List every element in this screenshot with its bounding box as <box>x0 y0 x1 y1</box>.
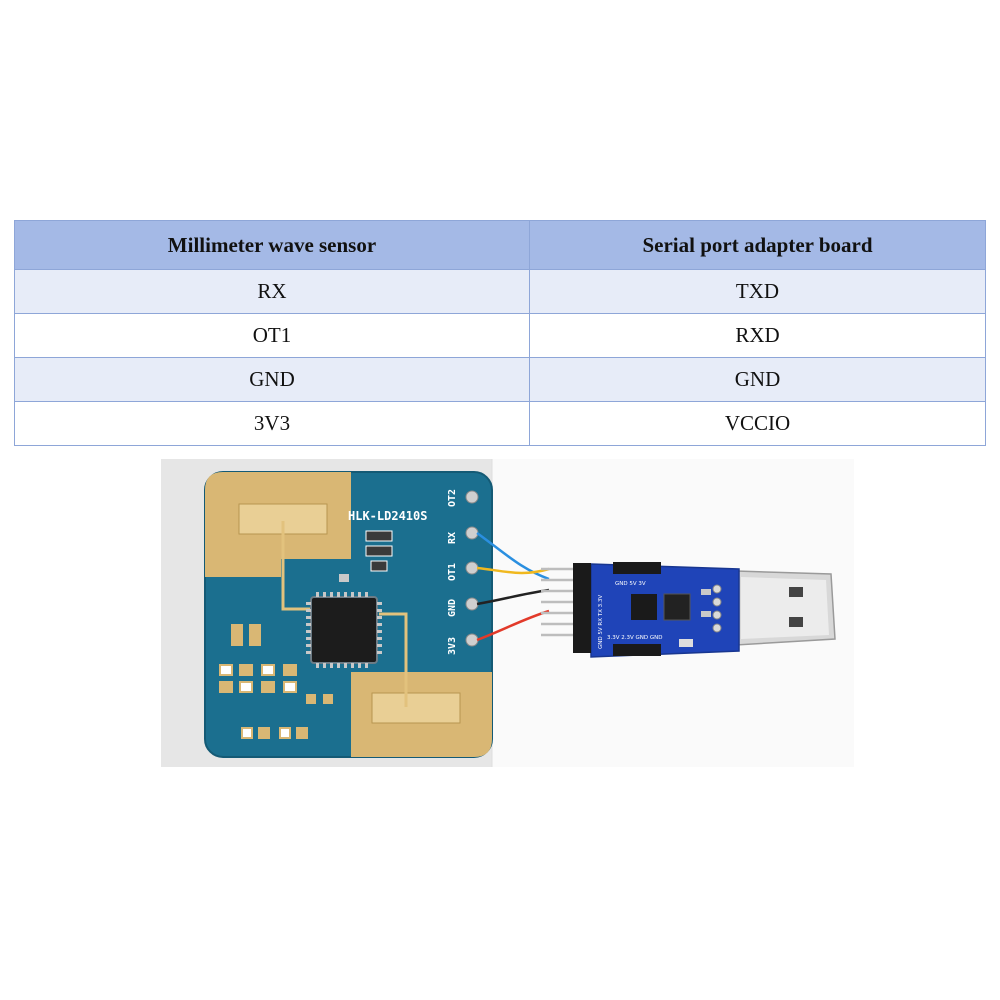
usb-serial-adapter: GND 5V 3V 3.3V 2.3V GND GND GND 5V RX TX… <box>541 562 836 658</box>
header-millimeter-wave-sensor: Millimeter wave sensor <box>14 220 530 270</box>
table-cell: TXD <box>529 269 986 314</box>
pin-mapping-table: Millimeter wave sensor Serial port adapt… <box>14 220 986 446</box>
table-cell: RX <box>14 269 530 314</box>
wiring-photo: HLK-LD2410S OT2 RX OT1 GND 3V3 <box>161 459 854 767</box>
sensor-board: HLK-LD2410S OT2 RX OT1 GND 3V3 <box>204 471 493 758</box>
table-cell: OT1 <box>14 313 530 358</box>
pin-label-rx: RX <box>447 532 458 544</box>
table-row: GND GND <box>14 357 986 402</box>
table-cell: VCCIO <box>529 401 986 446</box>
table-cell: RXD <box>529 313 986 358</box>
pin-label-3v3: 3V3 <box>447 637 458 655</box>
pin-label-ot1: OT1 <box>447 563 458 581</box>
sensor-model-label: HLK-LD2410S <box>348 509 427 523</box>
table-cell: GND <box>529 357 986 402</box>
header-serial-port-adapter-board: Serial port adapter board <box>529 220 986 270</box>
table-cell: 3V3 <box>14 401 530 446</box>
antenna-patch-bottom <box>371 692 461 724</box>
wire-rx <box>476 531 550 581</box>
table-row: RX TXD <box>14 269 986 314</box>
pin-label-ot2: OT2 <box>447 489 458 507</box>
wire-ot1 <box>476 566 550 575</box>
table-cell: GND <box>14 357 530 402</box>
adapter-top-header-label: GND 5V 3V <box>615 581 646 587</box>
radar-chip <box>310 596 378 664</box>
pin-label-gnd: GND <box>447 599 458 617</box>
adapter-bottom-header-label: 3.3V 2.3V GND GND <box>607 635 663 641</box>
adapter-side-header-label: GND 5V RX TX 3.3V <box>598 595 604 649</box>
table-row: 3V3 VCCIO <box>14 401 986 446</box>
adapter-side-header <box>573 563 591 653</box>
table-header-row: Millimeter wave sensor Serial port adapt… <box>14 220 986 270</box>
adapter-ic <box>631 594 657 620</box>
table-row: OT1 RXD <box>14 313 986 358</box>
